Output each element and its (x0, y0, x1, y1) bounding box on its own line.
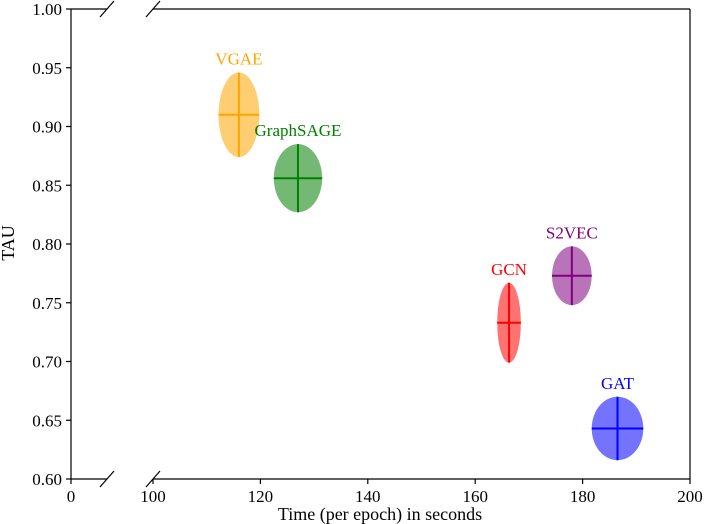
data-label: GAT (601, 374, 635, 393)
axes: 0.60 0.65 0.70 0.75 0.80 0.85 0.90 0.95 1.00 0 100… (32, 0, 703, 506)
data-label: GraphSAGE (255, 121, 342, 140)
y-tick-label: 0.80 (32, 235, 62, 254)
y-tick-label: 0.75 (32, 294, 62, 313)
y-tick-label: 0.90 (32, 118, 62, 137)
y-axis-label: TAU (0, 225, 18, 261)
axis-break-mark (145, 0, 161, 18)
data-point-gat: GAT (591, 374, 644, 461)
data-label: S2VEC (546, 223, 598, 242)
x-tick-label: 180 (570, 487, 596, 506)
y-tick-label: 0.85 (32, 176, 62, 195)
data-marks: VGAE GraphSAGE GCN S2VEC GAT (215, 49, 644, 461)
axis-break-mark (99, 470, 115, 488)
y-tick-label: 0.95 (32, 59, 62, 78)
data-point-graphsage: GraphSAGE (255, 121, 342, 213)
data-point-vgae: VGAE (215, 49, 263, 158)
y-tick-label: 0.60 (32, 470, 62, 489)
axis-break-mark (99, 0, 115, 18)
x-tick-label: 100 (140, 487, 166, 506)
data-label: GCN (491, 260, 527, 279)
x-tick-label: 200 (677, 487, 703, 506)
y-tick-label: 0.70 (32, 353, 62, 372)
x-axis-label: Time (per epoch) in seconds (278, 504, 482, 524)
x-tick-label: 0 (67, 487, 76, 506)
data-point-gcn: GCN (491, 260, 527, 363)
x-tick-label: 140 (355, 487, 381, 506)
data-label: VGAE (215, 49, 262, 68)
y-tick-label: 0.65 (32, 411, 62, 430)
y-tick-label: 1.00 (32, 0, 62, 19)
x-tick-label: 160 (462, 487, 488, 506)
x-tick-label: 120 (248, 487, 274, 506)
data-point-s2vec: S2VEC (546, 223, 598, 306)
